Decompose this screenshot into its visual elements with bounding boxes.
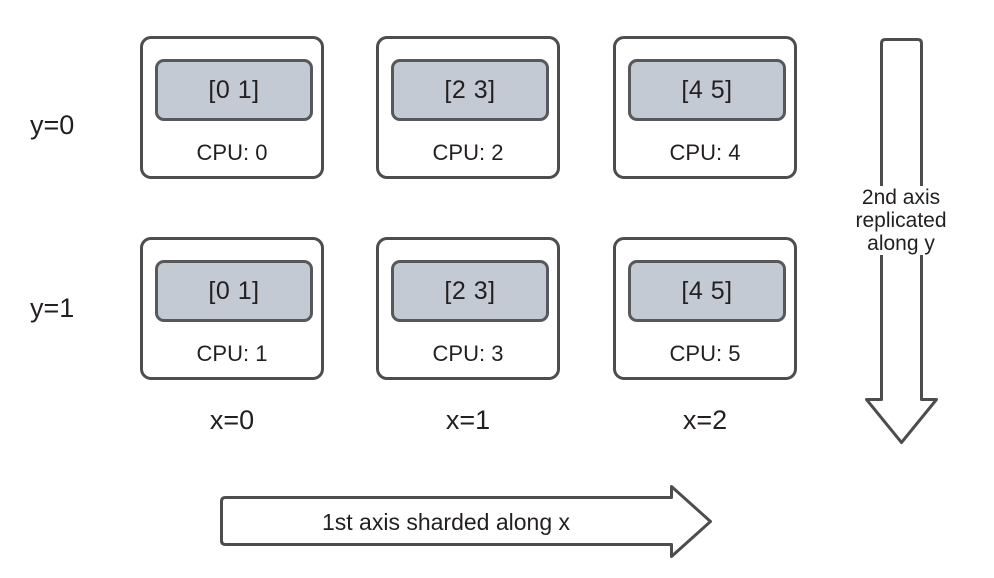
device-box-cpu-1[interactable]: [0 1] CPU: 1 — [140, 237, 324, 380]
col-label-x1: x=1 — [445, 405, 491, 435]
col-label-x0: x=0 — [209, 405, 255, 435]
device-box-cpu-4[interactable]: [4 5] CPU: 4 — [613, 36, 797, 179]
shard-chip-cpu-4: [4 5] — [628, 59, 786, 121]
shard-chip-cpu-1: [0 1] — [155, 260, 313, 322]
cpu-label-cpu-3: CPU: 3 — [432, 341, 504, 366]
row-label-y0: y=0 — [30, 110, 75, 140]
col-label-x2: x=2 — [682, 405, 728, 435]
device-box-cpu-2[interactable]: [2 3] CPU: 2 — [376, 36, 560, 179]
cpu-label-cpu-2: CPU: 2 — [432, 140, 504, 165]
vertical-arrow-caption: 2nd axis replicated along y — [838, 186, 964, 255]
device-box-cpu-0[interactable]: [0 1] CPU: 0 — [140, 36, 324, 179]
shard-chip-cpu-0: [0 1] — [155, 59, 313, 121]
device-box-cpu-3[interactable]: [2 3] CPU: 3 — [376, 237, 560, 380]
row-label-y1: y=1 — [30, 293, 75, 323]
cpu-label-cpu-1: CPU: 1 — [196, 341, 268, 366]
cpu-label-cpu-0: CPU: 0 — [196, 140, 268, 165]
cpu-label-cpu-4: CPU: 4 — [669, 140, 741, 165]
horizontal-arrow-caption: 1st axis sharded along x — [321, 509, 571, 535]
shard-chip-cpu-2: [2 3] — [391, 59, 549, 121]
cpu-label-cpu-5: CPU: 5 — [669, 341, 741, 366]
device-box-cpu-5[interactable]: [4 5] CPU: 5 — [613, 237, 797, 380]
shard-chip-cpu-3: [2 3] — [391, 260, 549, 322]
shard-chip-cpu-5: [4 5] — [628, 260, 786, 322]
